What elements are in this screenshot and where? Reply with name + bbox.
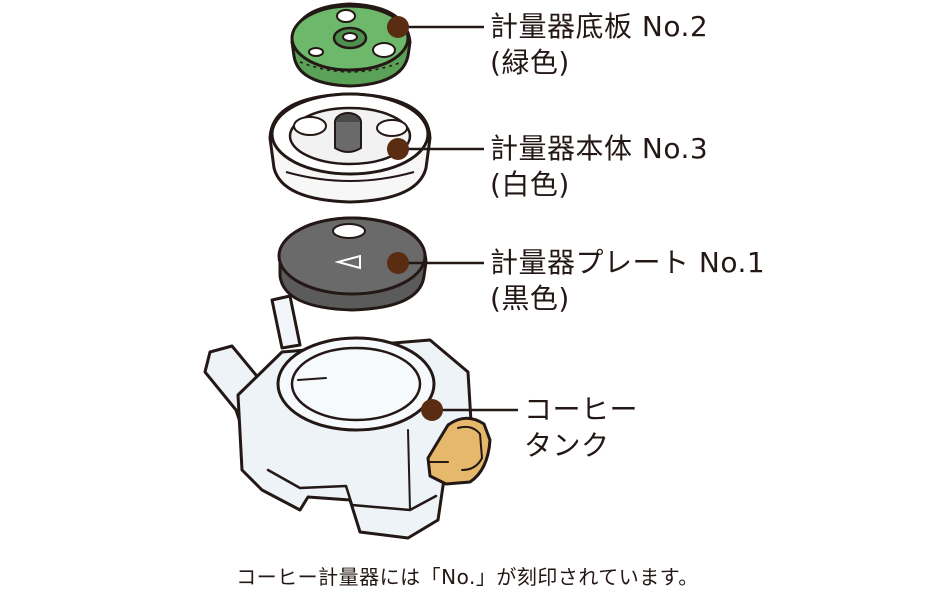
label-tank: コーヒー タンク	[524, 392, 638, 464]
leader-dot-body	[387, 138, 409, 160]
label-body-name: 計量器本体 No.3	[490, 132, 709, 165]
body-white-illustration	[268, 92, 432, 204]
caption-note: コーヒー計量器には「No.」が刻印されています。	[236, 565, 699, 589]
label-plate-color: (黒色)	[490, 282, 570, 315]
leader-lines	[387, 16, 518, 421]
label-base-plate-color: (緑色)	[490, 46, 570, 79]
label-base-plate-name: 計量器底板 No.2	[490, 10, 709, 43]
leader-dot-base-plate	[387, 16, 409, 38]
label-plate-name: 計量器プレート No.1	[490, 246, 766, 279]
plate-black-illustration	[277, 216, 428, 312]
leader-dot-tank	[421, 399, 443, 421]
label-plate: 計量器プレート No.1 (黒色)	[490, 245, 765, 317]
label-body-color: (白色)	[490, 168, 570, 201]
coffee-tank-illustration	[203, 294, 492, 540]
label-base-plate: 計量器底板 No.2 (緑色)	[490, 9, 708, 81]
label-tank-line2: タンク	[524, 429, 610, 462]
base-plate-green-illustration	[290, 2, 412, 88]
label-body: 計量器本体 No.3 (白色)	[490, 131, 708, 203]
leader-dot-plate	[387, 252, 409, 274]
label-tank-line1: コーヒー	[524, 393, 639, 426]
